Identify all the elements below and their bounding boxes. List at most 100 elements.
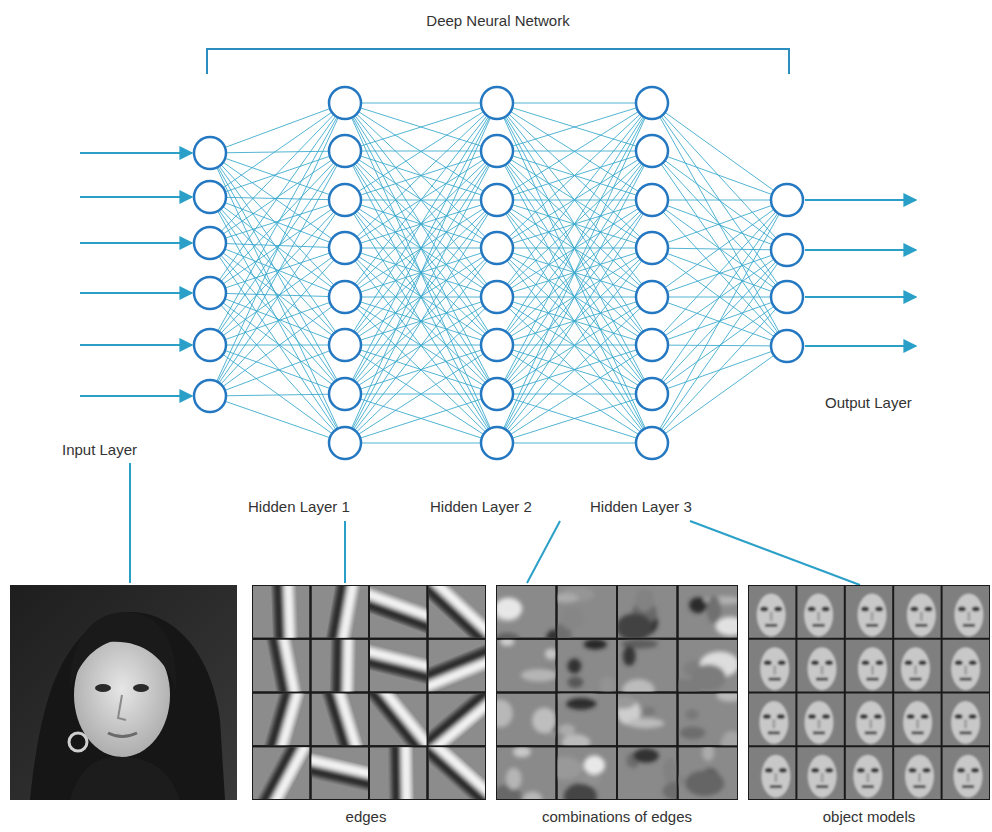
illustration-part <box>808 647 837 690</box>
connection-line <box>497 103 652 248</box>
filter-tile <box>429 640 486 692</box>
filter-tile <box>558 640 617 692</box>
connection-line <box>652 200 787 346</box>
connection-line <box>345 248 497 443</box>
illustration-part <box>312 759 369 796</box>
illustration-part <box>969 660 977 665</box>
filter-tile <box>558 747 617 799</box>
filter-tile <box>618 694 677 746</box>
input-arrow <box>80 196 192 198</box>
filter-tile <box>679 694 738 746</box>
illustration-part <box>858 647 887 690</box>
illustration-part <box>761 755 790 798</box>
illustration-part <box>871 666 874 675</box>
neuron-circle <box>329 378 361 410</box>
illustration-part <box>858 647 887 690</box>
face-tile <box>749 747 795 799</box>
illustration-part <box>960 678 972 681</box>
illustration-part <box>804 593 833 636</box>
connection-line <box>652 103 787 250</box>
connection-line <box>652 200 787 201</box>
filter-tile <box>618 747 677 799</box>
neuron-circle <box>636 281 668 313</box>
illustration-part <box>774 773 777 782</box>
illustration-part <box>506 768 522 790</box>
face-tile <box>749 586 795 638</box>
illustration-part <box>370 650 427 689</box>
connection-line <box>652 200 787 297</box>
illustration-part <box>846 747 892 799</box>
edge-combination-filters <box>488 585 746 810</box>
bracket <box>207 49 789 74</box>
illustration-part <box>770 785 782 788</box>
illustration-part <box>913 785 925 788</box>
illustration-part <box>497 699 556 736</box>
illustration-part <box>768 731 780 734</box>
illustration-part <box>558 757 583 780</box>
illustration-part <box>568 658 582 673</box>
illustration-part <box>370 586 427 638</box>
connection-line <box>210 197 345 443</box>
illustration-part <box>954 755 983 798</box>
illustration-part <box>760 606 768 611</box>
illustration-part <box>566 697 596 710</box>
neuron-circle <box>481 232 513 264</box>
illustration-part <box>853 755 882 798</box>
illustration-part <box>258 694 309 746</box>
connection-line <box>497 103 652 394</box>
illustration-part <box>778 660 786 665</box>
illustration-part <box>622 679 654 691</box>
connection-line <box>497 151 652 443</box>
illustration-part <box>958 606 966 611</box>
illustration-part <box>721 731 737 745</box>
connection-line <box>210 394 345 396</box>
illustration-part <box>567 640 615 692</box>
illustration-part <box>558 756 606 799</box>
neuron-circle <box>194 277 226 309</box>
connection-line <box>497 248 652 443</box>
illustration-part <box>760 647 789 690</box>
connection-line <box>345 103 497 248</box>
connection-line <box>497 103 652 297</box>
illustration-part <box>817 719 820 728</box>
neuron-circle <box>636 135 668 167</box>
illustration-part <box>816 785 828 788</box>
illustration-part <box>689 596 737 636</box>
illustration-part <box>894 640 940 692</box>
illustration-part <box>808 714 816 719</box>
face-tile <box>943 640 989 692</box>
illustration-part <box>263 640 296 692</box>
connection-line <box>210 151 345 153</box>
connection-line <box>652 151 787 250</box>
connection-line <box>210 297 345 396</box>
filter-tile <box>618 586 677 638</box>
illustration-part <box>962 785 974 788</box>
neuron-circle <box>329 427 361 459</box>
illustration-part <box>858 593 887 636</box>
illustration-part <box>905 755 934 798</box>
connection-line <box>210 151 345 197</box>
illustration-part <box>312 749 369 795</box>
output-arrow <box>805 199 916 201</box>
illustration-part <box>955 714 963 719</box>
illustration-part <box>370 694 427 746</box>
illustration-part <box>875 660 883 665</box>
illustration-part <box>773 666 776 675</box>
illustration-part <box>621 640 659 692</box>
filter-tile <box>429 586 486 638</box>
connection-line <box>345 103 497 200</box>
filter-tile <box>679 747 738 799</box>
connection-line <box>497 103 652 151</box>
illustration-part <box>853 755 882 798</box>
connection-line <box>210 345 345 346</box>
input-arrow <box>80 152 192 154</box>
illustration-part <box>901 647 930 690</box>
illustration-part <box>903 701 932 744</box>
neuron-circle <box>481 378 513 410</box>
illustration-part <box>808 606 816 611</box>
illustration-part <box>692 664 726 690</box>
illustration-part <box>258 694 301 746</box>
illustration-part <box>920 612 923 621</box>
illustration-part <box>955 660 963 665</box>
illustration-part <box>564 784 597 799</box>
